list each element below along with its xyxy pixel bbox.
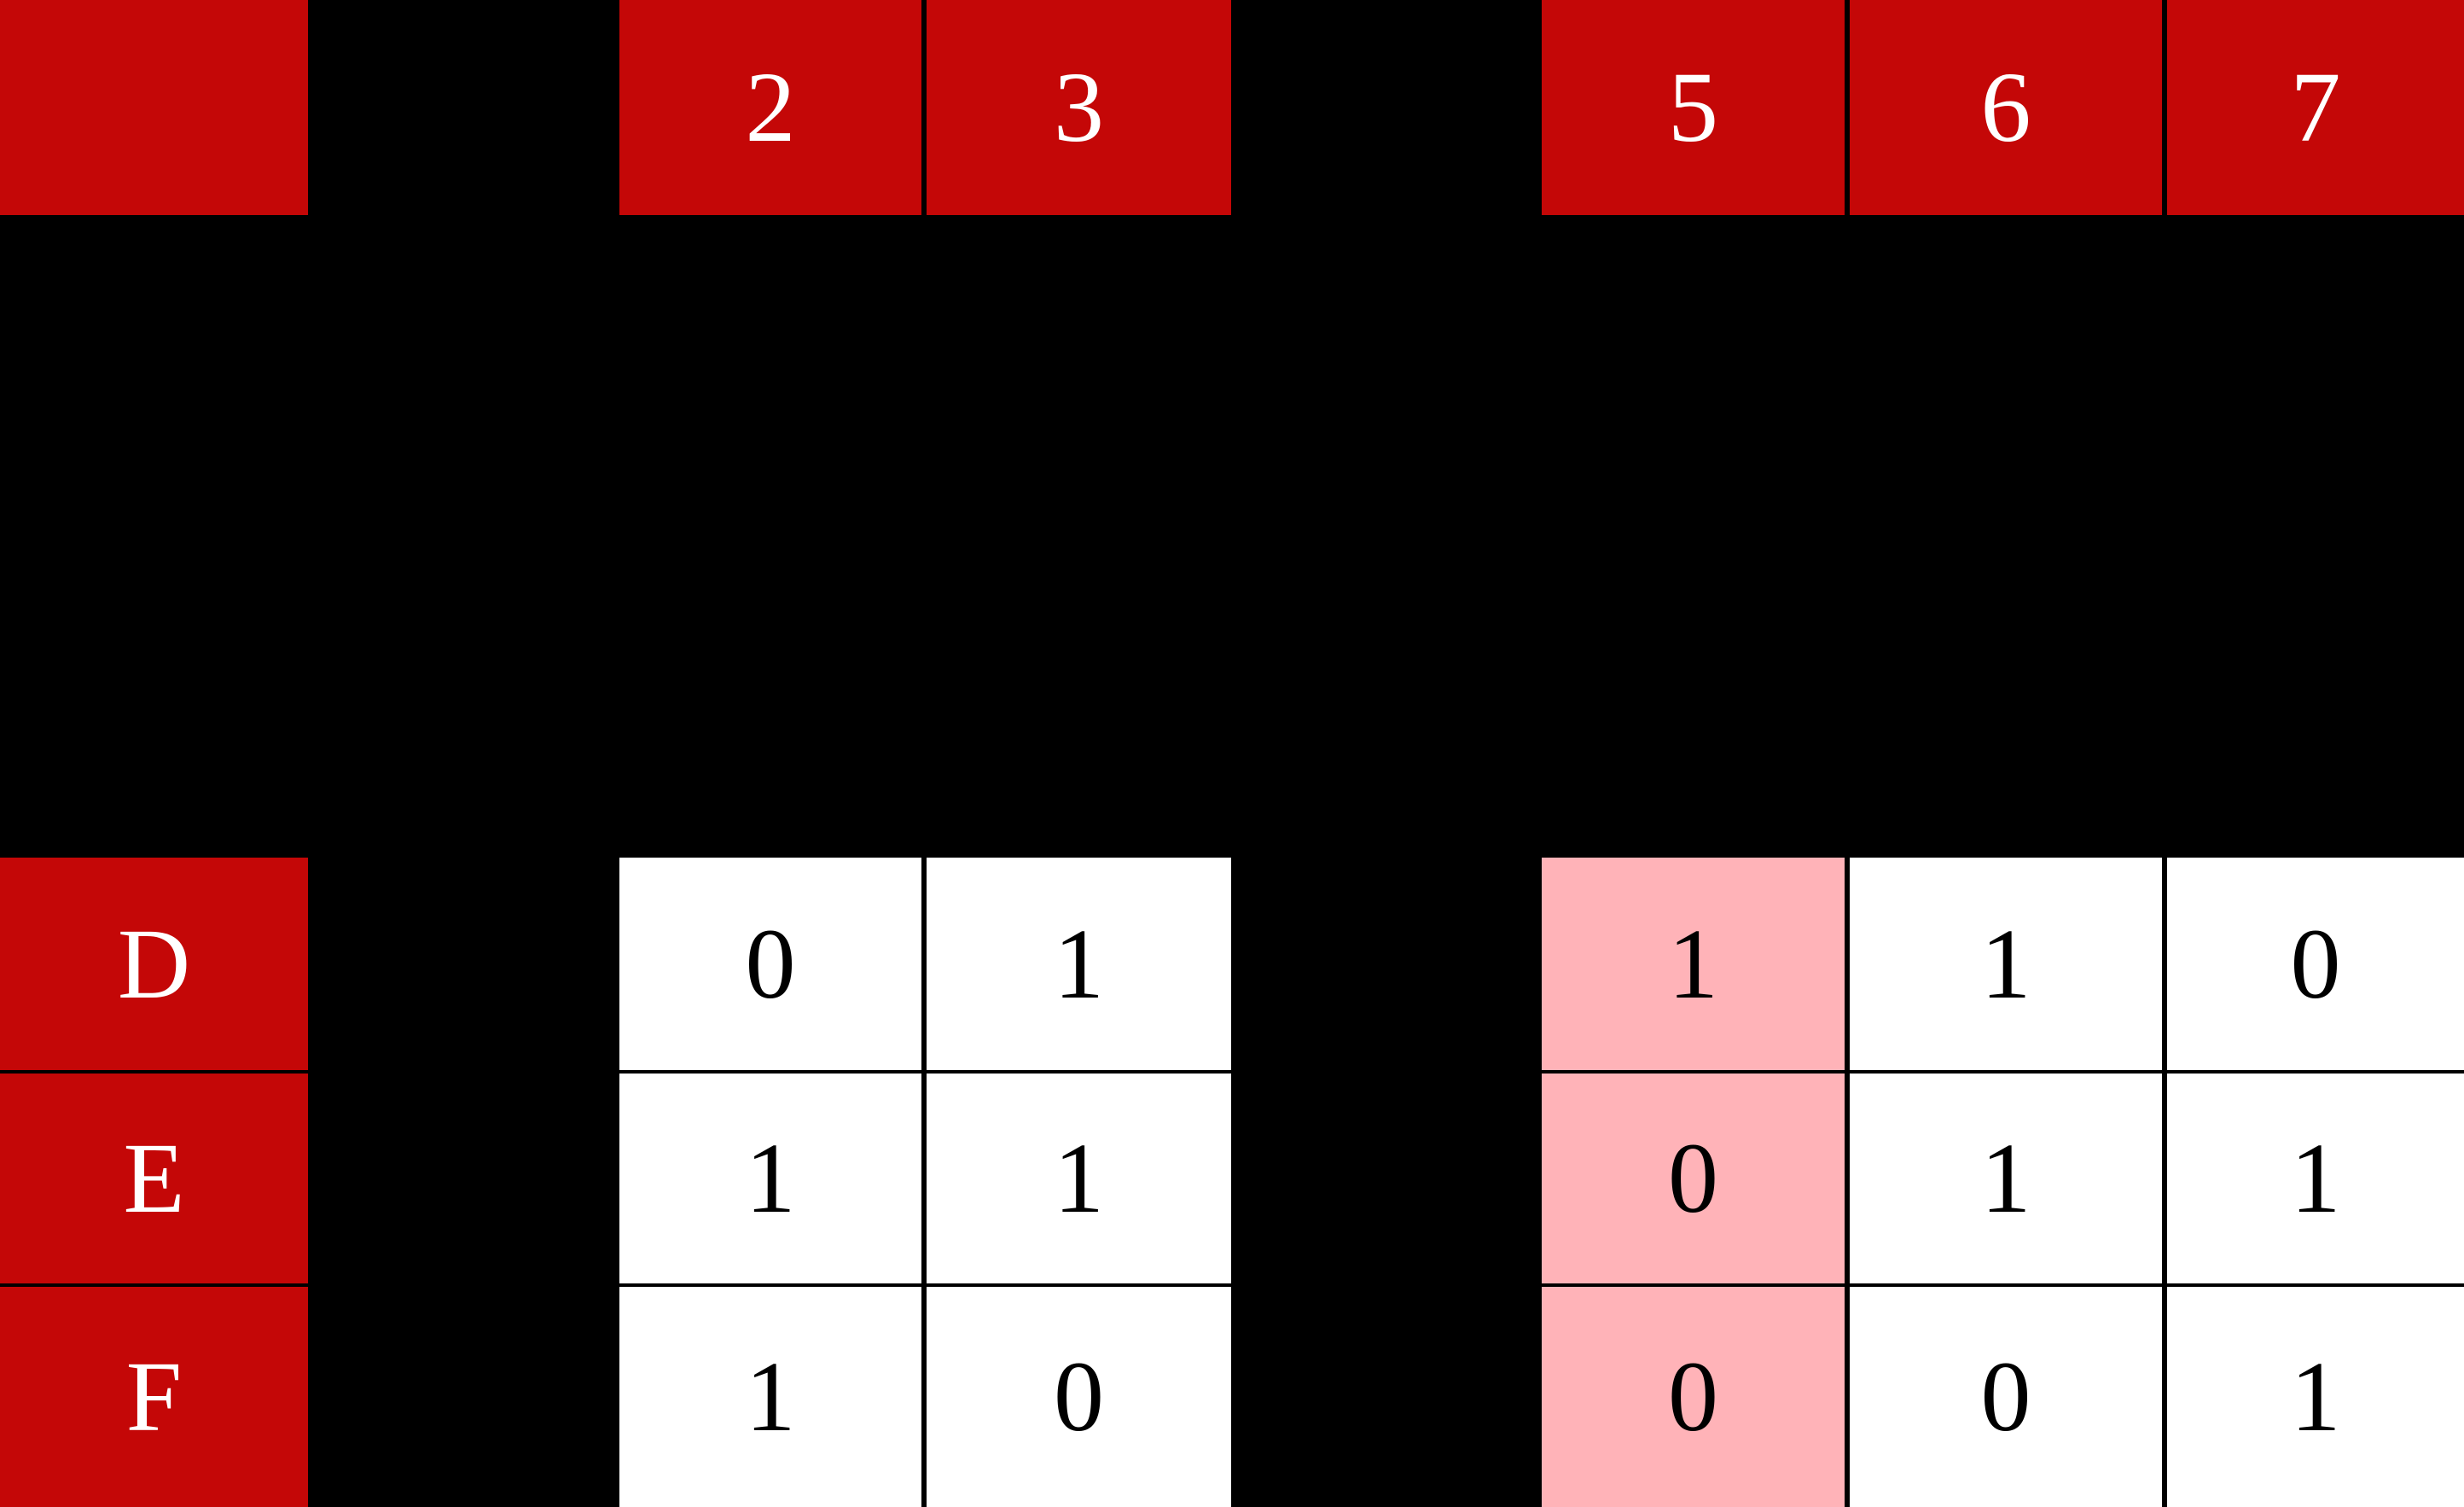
cell-f-5[interactable]: 0 [1542,1287,1847,1507]
row-label-e[interactable]: E [0,1074,308,1287]
cell-e-6[interactable]: 1 [1850,1074,2165,1287]
row-label-f[interactable]: F [0,1287,308,1507]
cell-f-3[interactable]: 0 [927,1287,1231,1507]
cell-d-6[interactable]: 1 [1850,858,2165,1074]
cell-f-6[interactable]: 0 [1850,1287,2165,1507]
cell-e-3[interactable]: 1 [927,1074,1231,1287]
column-gap-left [308,0,619,1507]
cell-d-7[interactable]: 0 [2167,858,2464,1074]
column-header-7[interactable]: 7 [2167,0,2464,215]
cell-e-5[interactable]: 0 [1542,1074,1847,1287]
cell-d-5[interactable]: 1 [1542,858,1847,1074]
column-header-5[interactable]: 5 [1542,0,1847,215]
matrix-corner-header [0,0,308,215]
cell-e-2[interactable]: 1 [619,1074,924,1287]
cell-d-2[interactable]: 0 [619,858,924,1074]
cell-e-7[interactable]: 1 [2167,1074,2464,1287]
cell-f-7[interactable]: 1 [2167,1287,2464,1507]
cell-f-2[interactable]: 1 [619,1287,924,1507]
cell-d-3[interactable]: 1 [927,858,1231,1074]
column-gap-middle [1231,0,1542,1507]
column-header-2[interactable]: 2 [619,0,924,215]
row-label-d[interactable]: D [0,858,308,1074]
column-header-6[interactable]: 6 [1850,0,2165,215]
column-header-3[interactable]: 3 [927,0,1231,215]
